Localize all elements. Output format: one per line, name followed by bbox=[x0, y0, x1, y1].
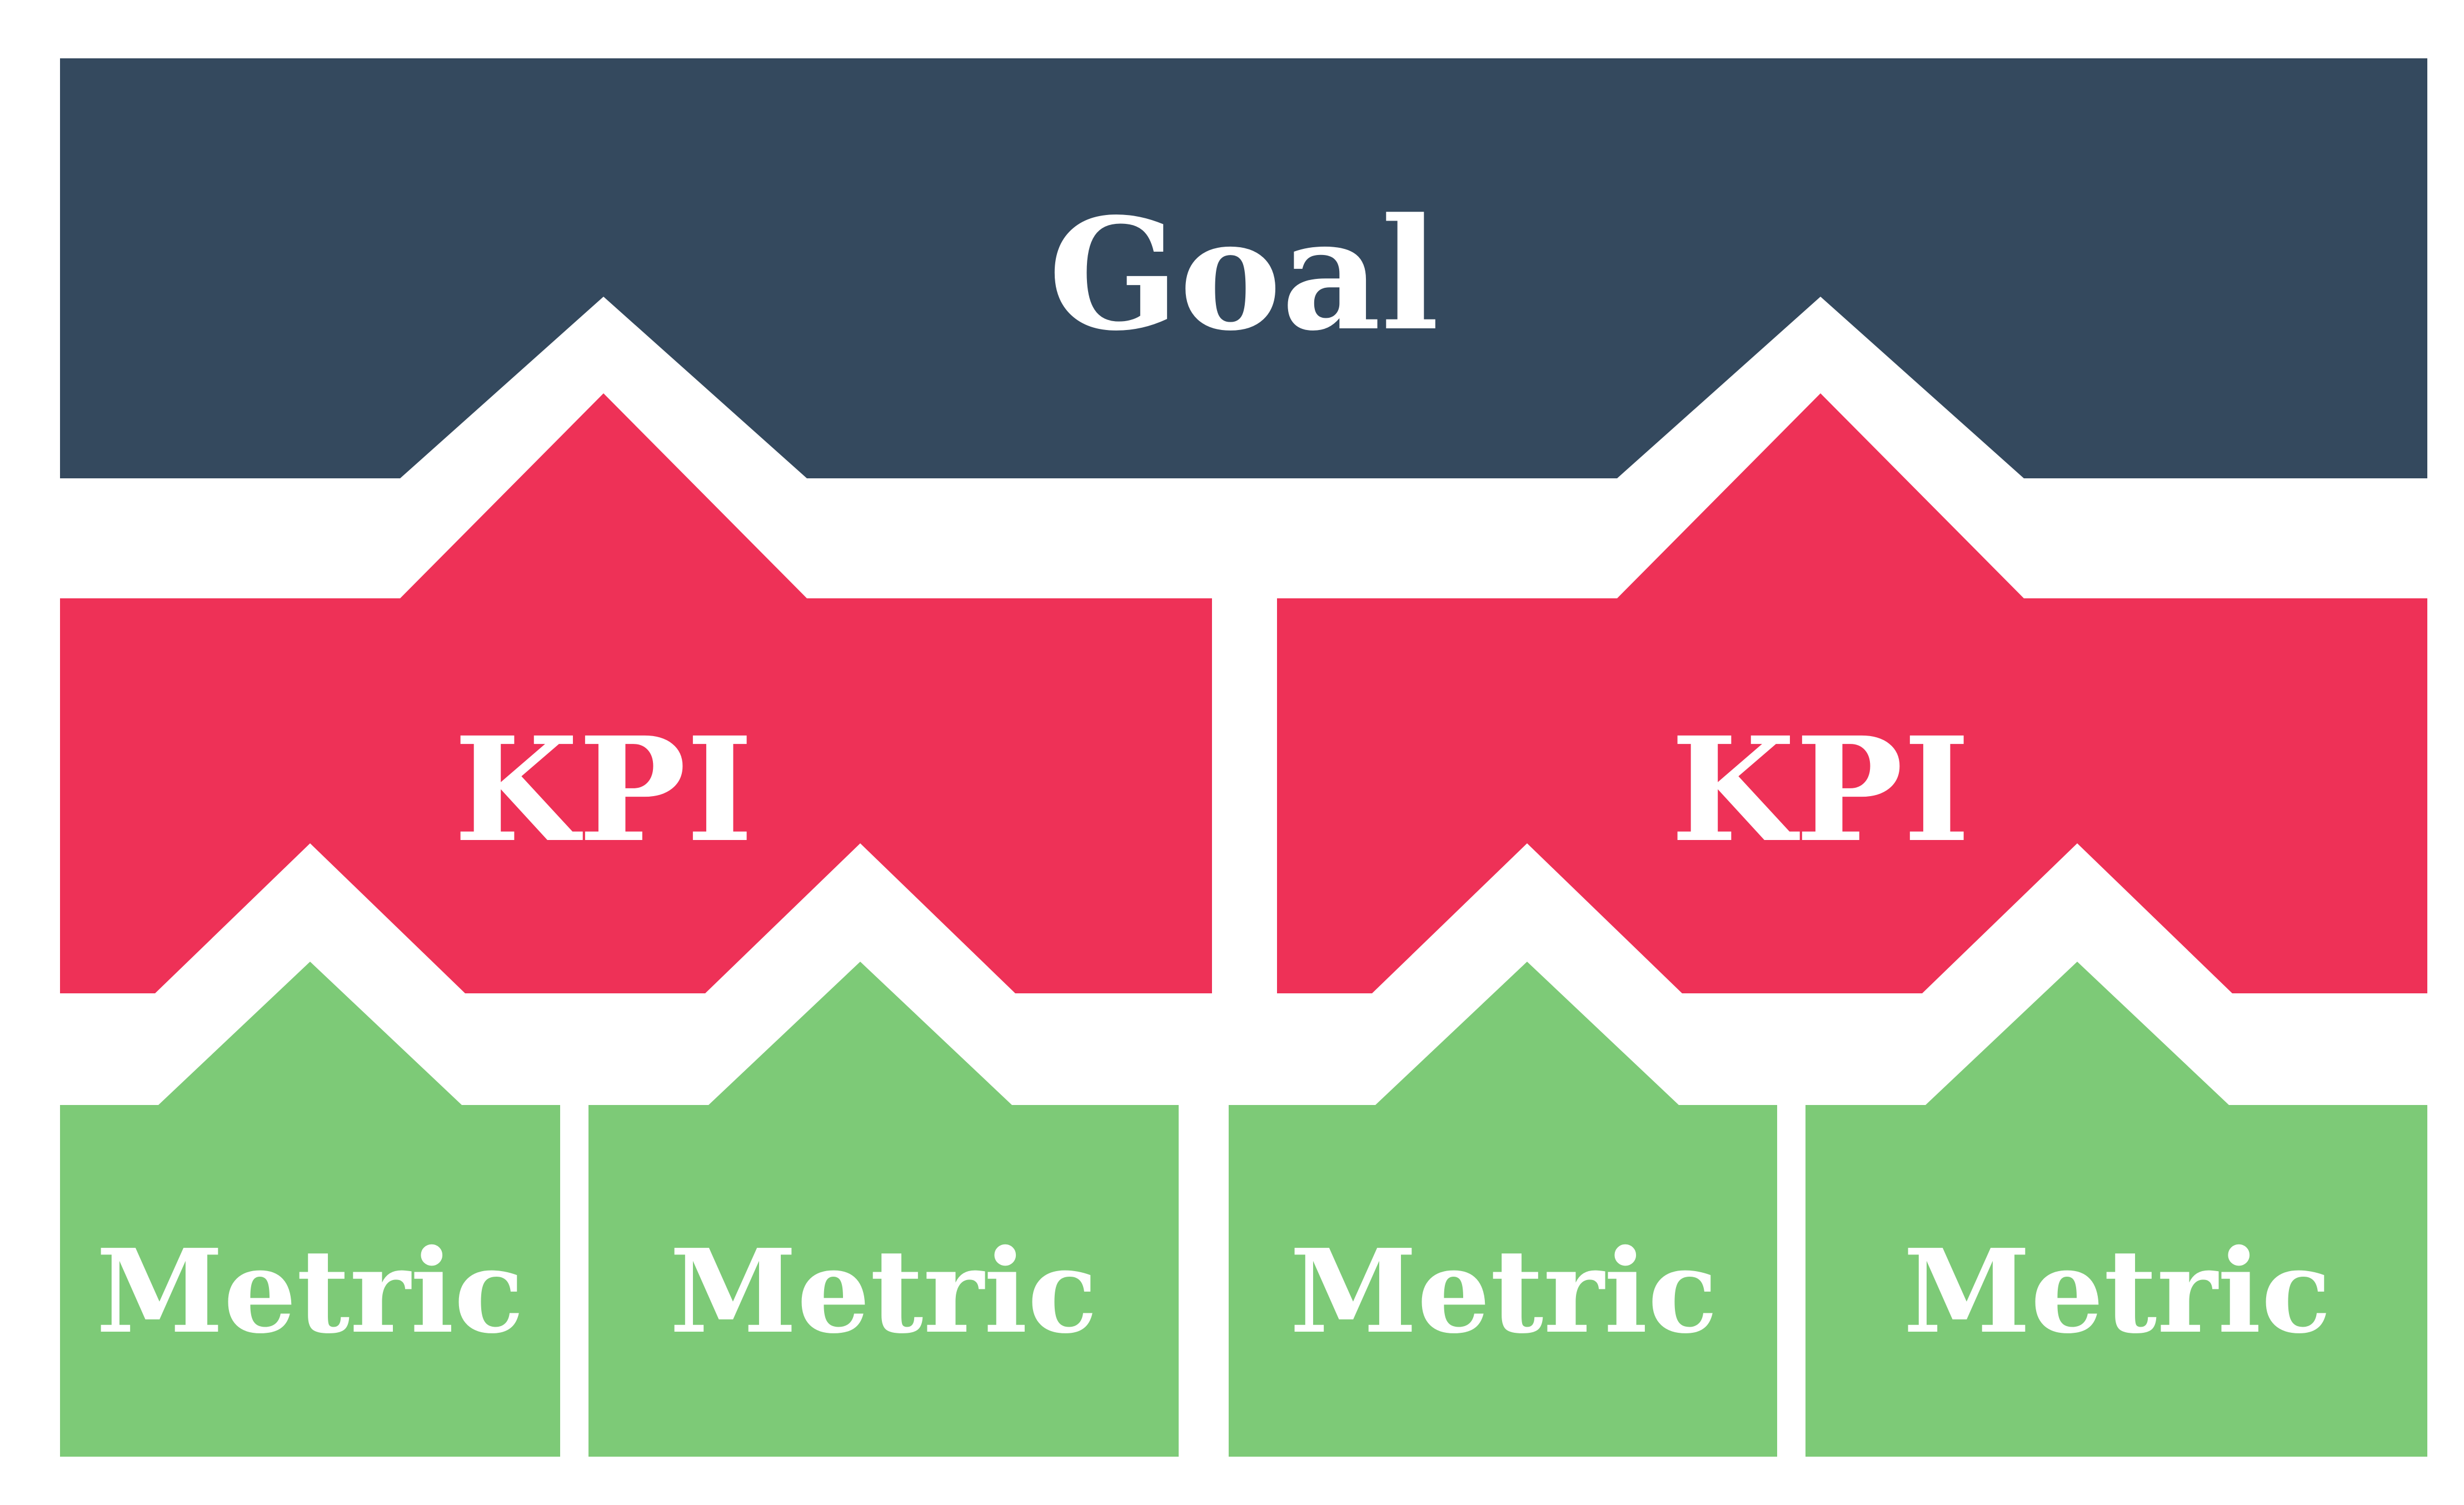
kpi-block-2 bbox=[1277, 393, 2427, 993]
kpi-block-1 bbox=[60, 393, 1212, 993]
metric-label-1: Metric bbox=[96, 1224, 524, 1359]
metric-label-2: Metric bbox=[670, 1224, 1098, 1359]
metric-label-4: Metric bbox=[1903, 1224, 2331, 1359]
metric-block-3 bbox=[1229, 962, 1777, 1457]
kpi-label-2: KPI bbox=[1671, 706, 1971, 874]
metric-block-2 bbox=[588, 962, 1179, 1457]
goal-label: Goal bbox=[1048, 185, 1439, 365]
goal-bar bbox=[60, 58, 2427, 478]
metric-label-3: Metric bbox=[1290, 1224, 1718, 1359]
metric-block-4 bbox=[1805, 962, 2427, 1457]
metric-block-1 bbox=[60, 962, 560, 1457]
kpi-label-1: KPI bbox=[454, 706, 754, 874]
